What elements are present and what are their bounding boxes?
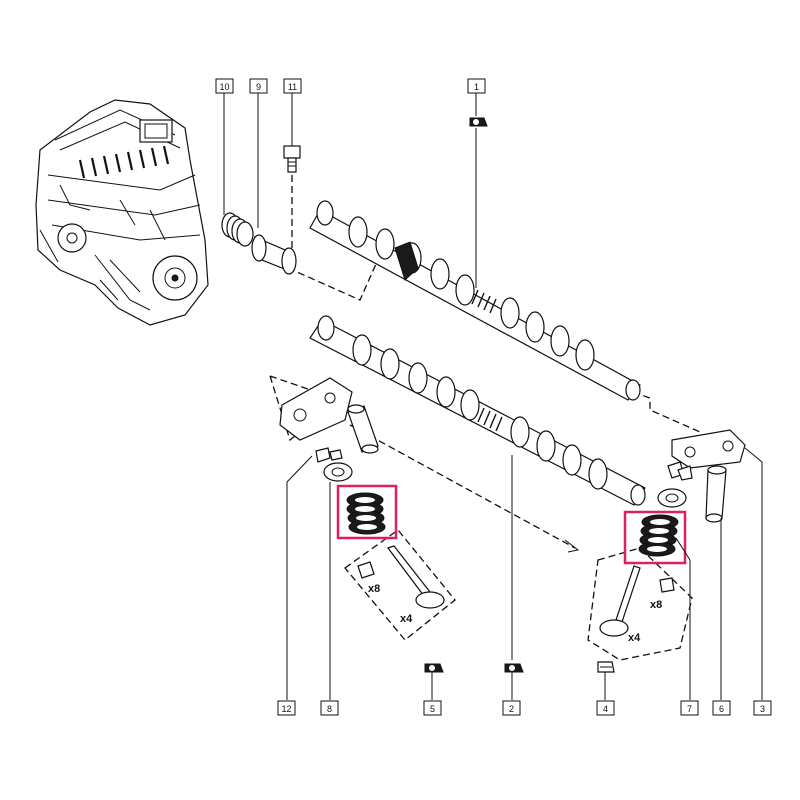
ref-label-12: 12 bbox=[277, 700, 296, 716]
ref-label-9: 9 bbox=[249, 78, 268, 94]
ref-label-6: 6 bbox=[712, 700, 731, 716]
right-valve-spring bbox=[638, 514, 679, 557]
right-spring-retainer bbox=[657, 488, 687, 508]
right-valve-cotter-small bbox=[659, 577, 675, 593]
seal-ring bbox=[221, 212, 254, 247]
svg-text:4: 4 bbox=[603, 704, 608, 714]
right-rocker-arm bbox=[671, 429, 746, 469]
left-valve-cotter-small bbox=[357, 561, 375, 579]
qty-right-valves: x4 bbox=[628, 632, 641, 644]
left-valve bbox=[387, 545, 445, 609]
svg-text:7: 7 bbox=[687, 704, 692, 714]
svg-text:1: 1 bbox=[474, 82, 479, 92]
ref-label-11: 11 bbox=[283, 78, 302, 94]
ref-label-10: 10 bbox=[215, 78, 234, 94]
svg-text:2: 2 bbox=[509, 704, 514, 714]
qty-left-cotters: x8 bbox=[368, 583, 380, 595]
left-spring-retainer bbox=[323, 462, 353, 482]
lock-bolt-icon-4 bbox=[597, 661, 615, 673]
svg-text:10: 10 bbox=[219, 82, 229, 92]
left-valve-cotters bbox=[315, 447, 343, 463]
ref-label-5: 5 bbox=[423, 700, 442, 716]
lock-bolt-icon-top bbox=[469, 117, 488, 127]
svg-text:6: 6 bbox=[719, 704, 724, 714]
ref-label-8: 8 bbox=[320, 700, 339, 716]
ref-label-2: 2 bbox=[502, 700, 521, 716]
right-spring-highlight-box bbox=[623, 510, 687, 565]
engine-block-illustration bbox=[35, 99, 209, 326]
lock-bolt-icon-5 bbox=[424, 663, 444, 673]
right-hydraulic-tappet bbox=[705, 465, 727, 523]
svg-text:3: 3 bbox=[760, 704, 765, 714]
assembly-dashed-lines bbox=[268, 175, 701, 661]
right-valve-cotters bbox=[667, 461, 693, 481]
left-valve-spring bbox=[346, 492, 386, 535]
svg-text:9: 9 bbox=[256, 82, 261, 92]
left-spring-highlight-box bbox=[336, 484, 398, 540]
svg-text:5: 5 bbox=[430, 704, 435, 714]
qty-right-cotters: x8 bbox=[650, 599, 662, 611]
svg-text:11: 11 bbox=[288, 82, 297, 92]
qty-left-valves: x4 bbox=[400, 613, 413, 625]
lock-bolt-icon-2 bbox=[504, 663, 524, 673]
right-valve bbox=[599, 565, 641, 637]
ref-label-1: 1 bbox=[467, 78, 486, 94]
intake-camshaft bbox=[309, 200, 641, 401]
ref-label-7: 7 bbox=[680, 700, 699, 716]
svg-text:8: 8 bbox=[327, 704, 332, 714]
left-hydraulic-tappet bbox=[347, 404, 379, 454]
svg-text:12: 12 bbox=[281, 704, 291, 714]
leader-lines bbox=[223, 92, 763, 700]
ref-label-4: 4 bbox=[596, 700, 615, 716]
camshaft-bushing bbox=[251, 234, 297, 275]
ref-label-3: 3 bbox=[753, 700, 772, 716]
left-rocker-arm bbox=[279, 377, 353, 441]
bolt bbox=[283, 145, 301, 173]
exhaust-camshaft bbox=[309, 315, 646, 506]
